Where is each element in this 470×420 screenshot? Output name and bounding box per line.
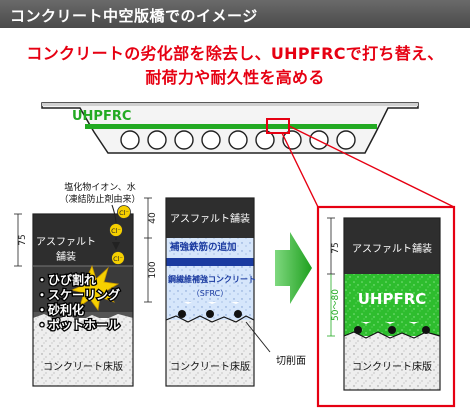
- p3-asphalt-label: アスファルト舗装: [352, 242, 432, 255]
- p3-dim-uhpfrc: 50～80: [331, 289, 341, 321]
- rebar-dots: [178, 310, 242, 318]
- p2-cut-label: 切削面: [276, 354, 306, 367]
- hollow-voids: [120, 130, 356, 150]
- process-arrow-icon: [275, 232, 312, 304]
- p2-sfrc-label-2: （SFRC）: [192, 289, 228, 298]
- p1-slab-label: コンクリート床版: [43, 360, 123, 373]
- p2-slab-label: コンクリート床版: [170, 360, 250, 373]
- p1-dim-asphalt: 75: [18, 234, 28, 245]
- bridge-uhpfrc-label: UHPFRC: [72, 109, 131, 124]
- p2-dim-mid: 100: [148, 261, 158, 278]
- ion-bubble-icon: [109, 223, 123, 237]
- ion-symbol-3: Cl⁻: [113, 255, 123, 263]
- damage-item-pothole: ・ポットホール: [36, 317, 120, 332]
- p2-dim-top: 40: [148, 212, 158, 224]
- zoom-line-left: [281, 132, 319, 208]
- damage-item-gravel: ・砂利化: [36, 302, 84, 317]
- p3-rebar-dots: [354, 326, 430, 334]
- ion-bubble-icon: [111, 251, 125, 265]
- zoom-line-right: [288, 125, 455, 208]
- panel-uhpfrc: アスファルト舗装 UHPFRC コンクリート床版 75 50～80: [316, 205, 456, 408]
- ion-bubble-icon: [117, 205, 131, 219]
- damage-item-scaling: ・スケーリング: [36, 287, 120, 302]
- ion-symbol-1: Cl⁻: [119, 209, 129, 217]
- p3-uhpfrc-label: UHPFRC: [358, 290, 427, 308]
- rebar-layer: [166, 258, 254, 266]
- page-title: コンクリート中空版橋でのイメージ: [10, 7, 258, 25]
- ion-symbol-2: Cl⁻: [111, 227, 121, 235]
- p2-rebar-label: 補強鉄筋の追加: [169, 241, 237, 253]
- panel-deteriorated: アスファルト 舗装 Cl⁻ ・ひび割れ ・スケーリング ・砂利化 ・ポットホール…: [14, 213, 134, 387]
- source-label-1: 塩化物イオン、水: [64, 181, 135, 193]
- bridge-cross-section: UHPFRC: [41, 102, 419, 154]
- headline-line-2: 耐荷力や耐久性を高める: [145, 68, 325, 87]
- p1-asphalt-label-1: アスファルト: [36, 237, 96, 248]
- p3-slab-label: コンクリート床版: [352, 360, 432, 373]
- p1-asphalt-label-2: 舗装: [56, 250, 76, 263]
- uhpfrc-layer: [85, 124, 377, 129]
- damage-item-crack: ・ひび割れ: [36, 272, 96, 287]
- p2-asphalt-label: アスファルト舗装: [170, 212, 250, 225]
- source-label-2: （凍結防止剤由来）: [59, 193, 140, 205]
- chloride-source: 塩化物イオン、水 （凍結防止剤由来） Cl⁻ Cl⁻: [59, 181, 141, 250]
- headline-line-1: コンクリートの劣化部を除去し、UHPFRCで打ち替え、: [26, 44, 444, 63]
- header-bar: コンクリート中空版橋でのイメージ: [0, 0, 470, 28]
- p3-dim-asphalt: 75: [331, 242, 341, 253]
- damage-burst-icon: [70, 264, 120, 312]
- panel-sfrc: アスファルト舗装 補強鉄筋の追加 鋼繊維補強コンクリート （SFRC） コンクリ…: [144, 197, 306, 387]
- p2-sfrc-label-1: 鋼繊維補強コンクリート: [167, 274, 256, 284]
